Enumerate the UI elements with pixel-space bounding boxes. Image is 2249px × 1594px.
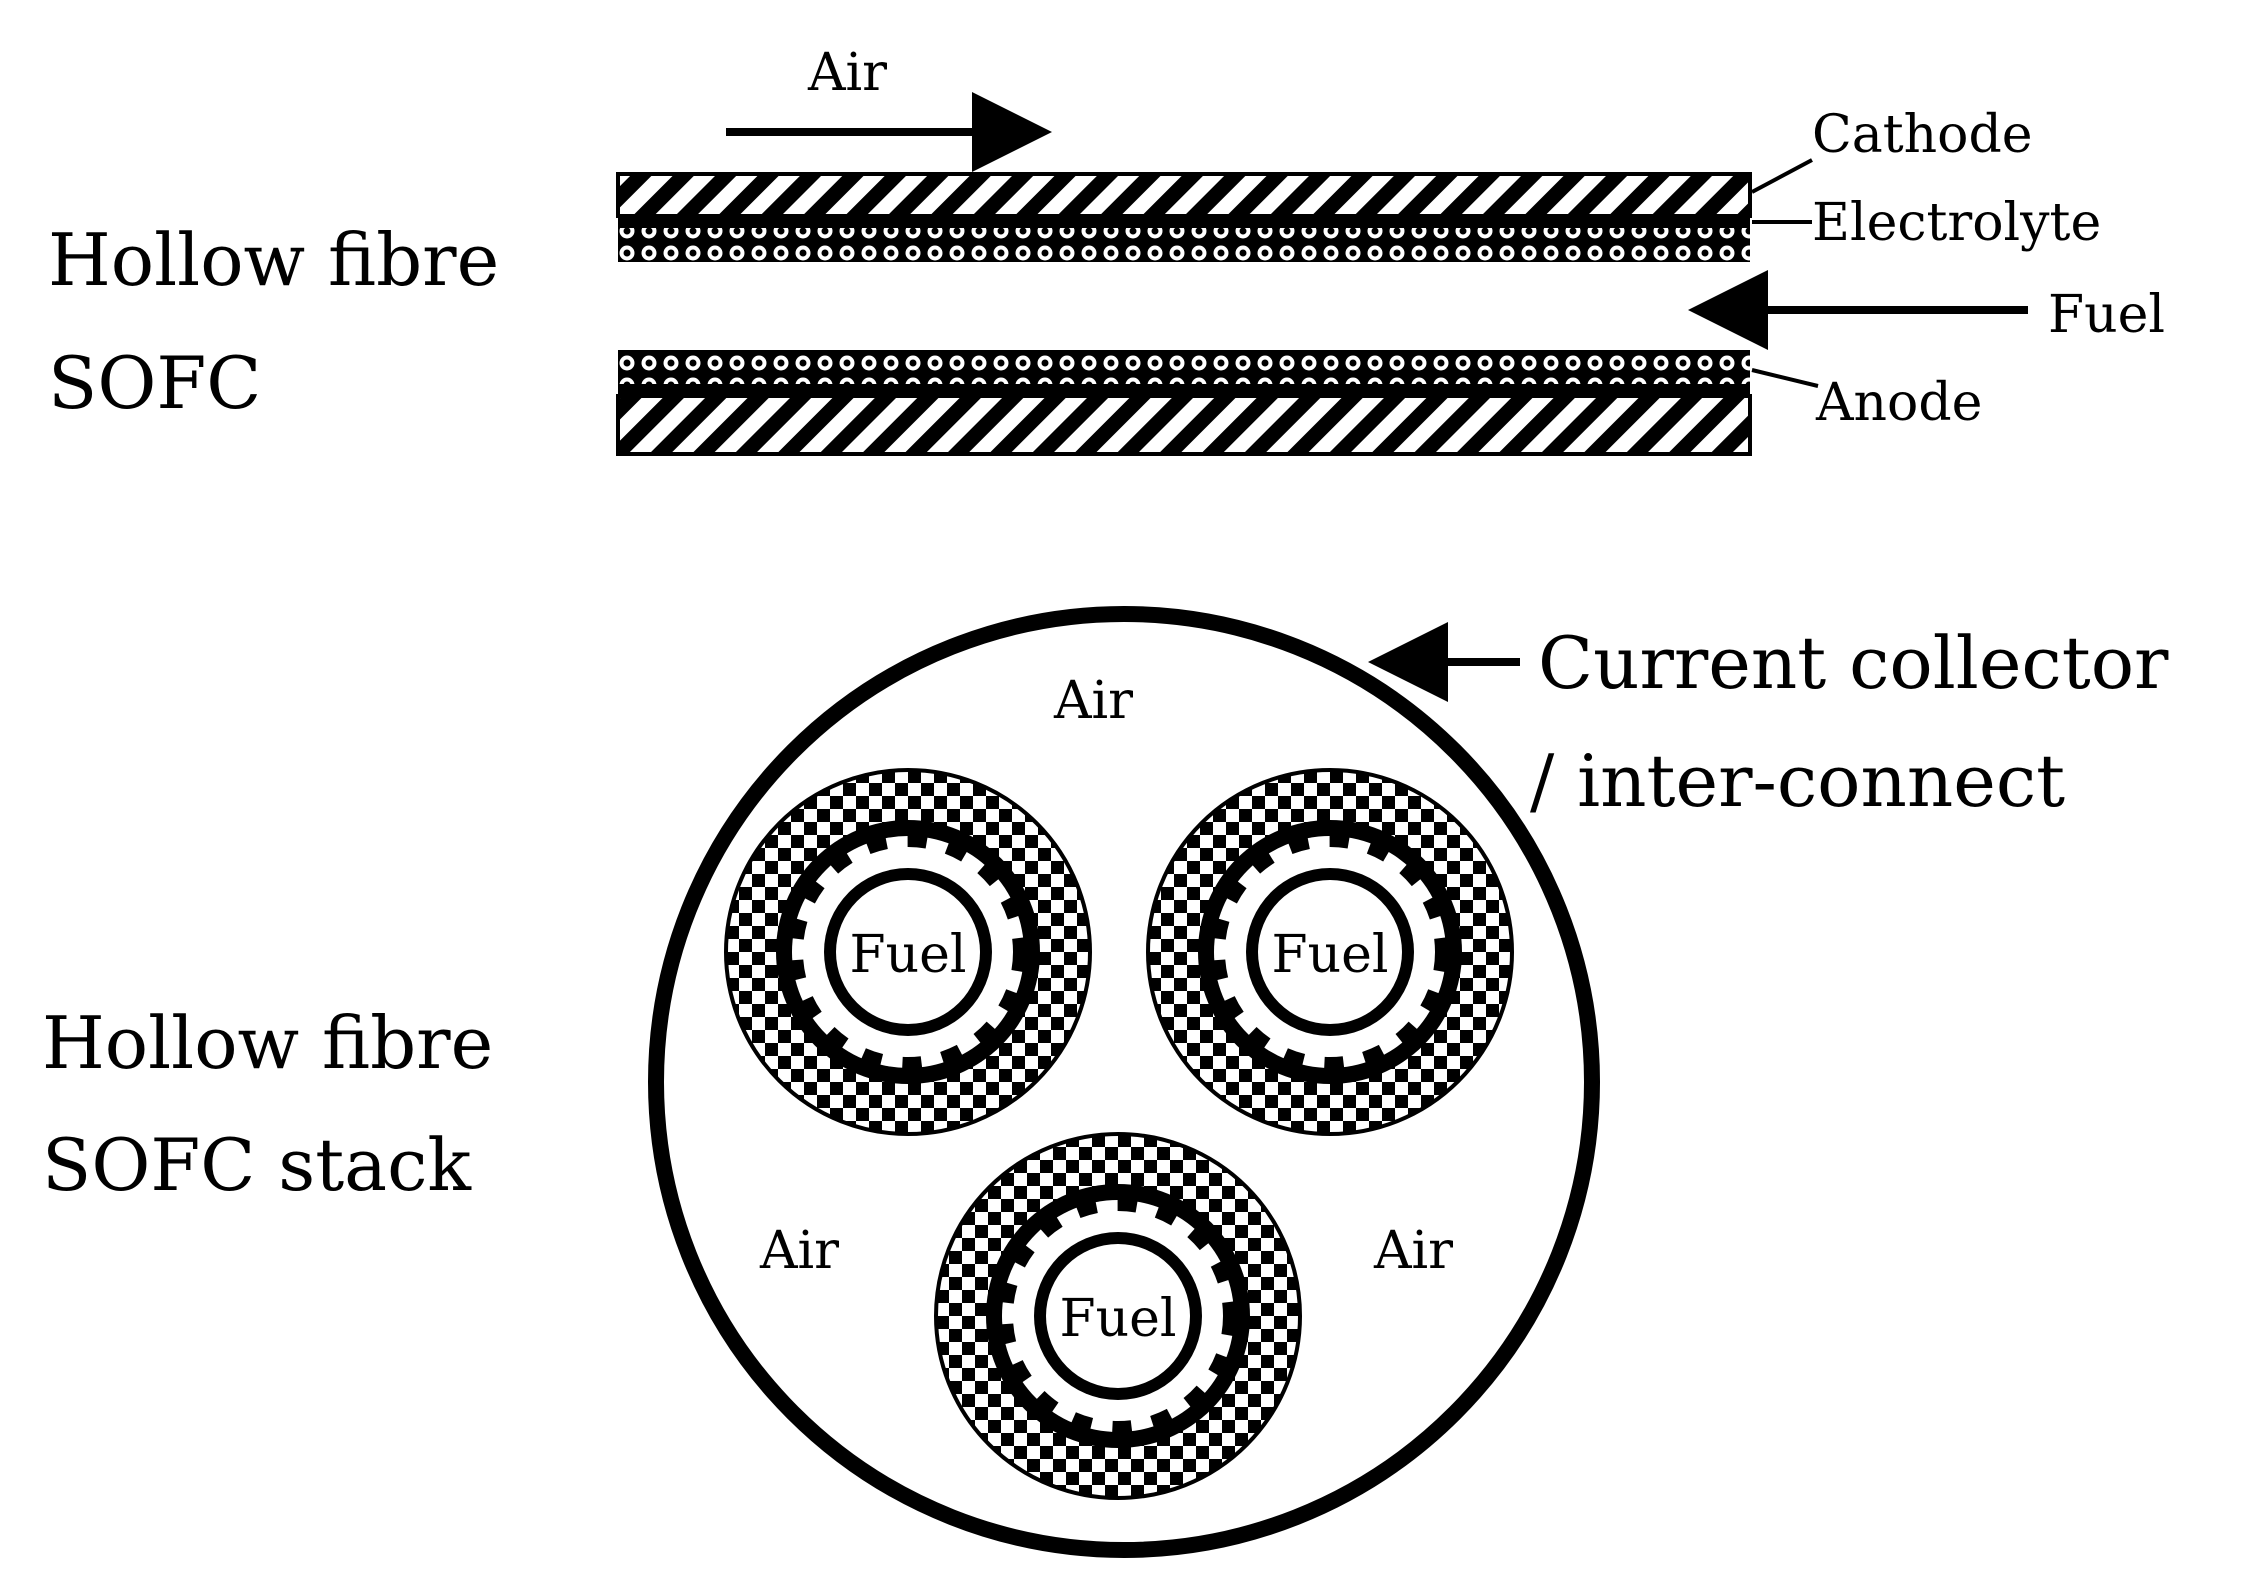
fuel-label-bottom: Fuel	[1060, 1289, 1177, 1349]
air-label-stack-top: Air	[1053, 671, 1133, 731]
lower-fibre-wall	[616, 350, 1752, 456]
bottom-title-line2: SOFC stack	[42, 1123, 472, 1207]
electrolyte-layer-lower	[618, 384, 1750, 396]
cathode-layer-lower	[616, 394, 1752, 456]
cathode-layer-upper	[616, 172, 1752, 218]
air-label-stack-left: Air	[759, 1221, 839, 1281]
cathode-leader	[1751, 158, 1813, 194]
collector-label-line2: / inter-connect	[1530, 739, 2065, 823]
fuel-label-right: Fuel	[1272, 925, 1389, 985]
top-title-line2: SOFC	[48, 341, 261, 425]
anode-label: Anode	[1815, 373, 1982, 433]
cathode-label: Cathode	[1812, 105, 2033, 165]
anode-leader	[1751, 368, 1819, 388]
fuel-label-left: Fuel	[850, 925, 967, 985]
top-title-line1: Hollow fibre	[48, 218, 499, 302]
collector-label-line1: Current collector	[1538, 621, 2169, 705]
bottom-title: Hollow fibre SOFC stack	[42, 1001, 493, 1207]
electrolyte-label: Electrolyte	[1812, 193, 2101, 253]
electrolyte-layer-upper	[618, 216, 1750, 228]
bottom-title-line1: Hollow fibre	[42, 1001, 493, 1085]
fibre-cross-section-bottom: Fuel	[936, 1134, 1300, 1498]
anode-layer-lower	[618, 350, 1750, 384]
air-label-top: Air	[807, 43, 887, 103]
anode-layer-upper	[618, 228, 1750, 262]
fibre-cross-section-right: Fuel	[1148, 770, 1512, 1134]
air-label-stack-right: Air	[1373, 1221, 1453, 1281]
top-title: Hollow fibre SOFC	[48, 218, 499, 425]
fuel-label-top: Fuel	[2048, 285, 2165, 345]
upper-fibre-wall	[616, 172, 1752, 262]
fibre-cross-section-left: Fuel	[726, 770, 1090, 1134]
